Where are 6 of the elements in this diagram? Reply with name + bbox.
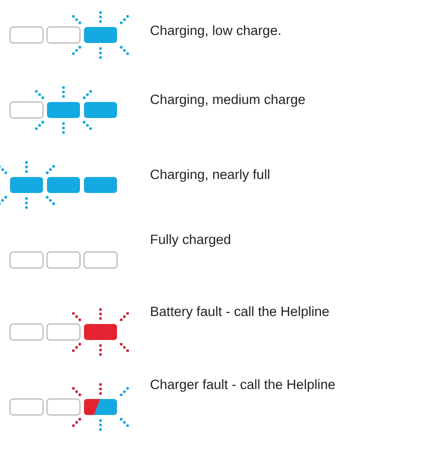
status-description: Charging, low charge. bbox=[150, 23, 282, 38]
status-description: Charger fault - call the Helpline bbox=[150, 377, 336, 392]
status-description: Battery fault - call the Helpline bbox=[150, 304, 330, 319]
status-description: Charging, medium charge bbox=[150, 92, 306, 107]
status-description: Charging, nearly full bbox=[150, 167, 270, 182]
status-description: Fully charged bbox=[150, 232, 232, 247]
